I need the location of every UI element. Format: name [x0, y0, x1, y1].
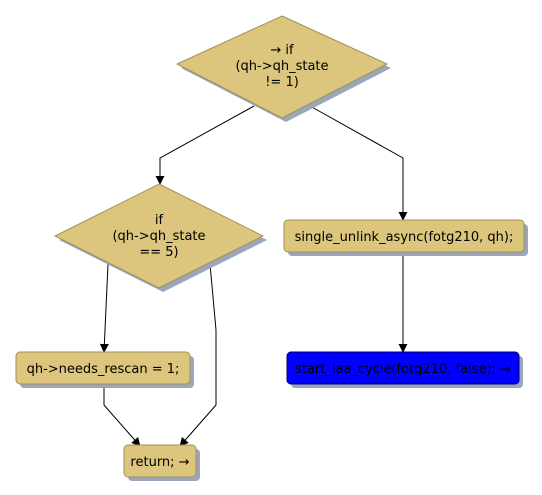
statement-box-highlight	[286, 351, 520, 385]
decision-line-1: → if	[270, 43, 294, 58]
statement-text: qh->needs_rescan = 1;	[27, 362, 180, 377]
decision-line-2: (qh->qh_state	[235, 59, 328, 74]
decision-line-3: != 1)	[265, 75, 299, 90]
statement-start-iaa-cycle: start_iaa_cycle(fotg210, false); →	[286, 351, 523, 388]
statement-box	[123, 444, 197, 478]
decision-diamond	[53, 183, 265, 289]
decision-line-3: == 5)	[139, 245, 178, 260]
statement-return: return; →	[123, 444, 200, 481]
statement-box	[15, 351, 191, 385]
decision-line-1: if	[155, 213, 164, 228]
edge-needs-rescan-to-return	[103, 384, 141, 447]
edge-cond-five-to-needs-rescan	[99, 263, 109, 353]
statement-text: start_iaa_cycle(fotg210, false); →	[295, 362, 511, 377]
statement-needs-rescan: qh->needs_rescan = 1;	[15, 351, 194, 388]
edge-cond-to-single-unlink	[309, 105, 408, 221]
decision-qh-state-equals-five: if (qh->qh_state == 5)	[53, 183, 267, 292]
decision-line-2: (qh->qh_state	[112, 229, 205, 244]
statement-single-unlink-async: single_unlink_async(fotg210, qh);	[283, 219, 528, 256]
decision-diamond	[175, 15, 389, 119]
edge-cond-to-cond-five	[155, 105, 255, 185]
statement-box	[283, 219, 525, 253]
statement-text: return; →	[130, 455, 189, 470]
statement-text: single_unlink_async(fotg210, qh);	[295, 230, 514, 245]
edge-cond-five-to-return	[179, 263, 217, 447]
decision-qh-state-not-one: → if (qh->qh_state != 1)	[175, 15, 391, 122]
edges	[99, 105, 408, 447]
